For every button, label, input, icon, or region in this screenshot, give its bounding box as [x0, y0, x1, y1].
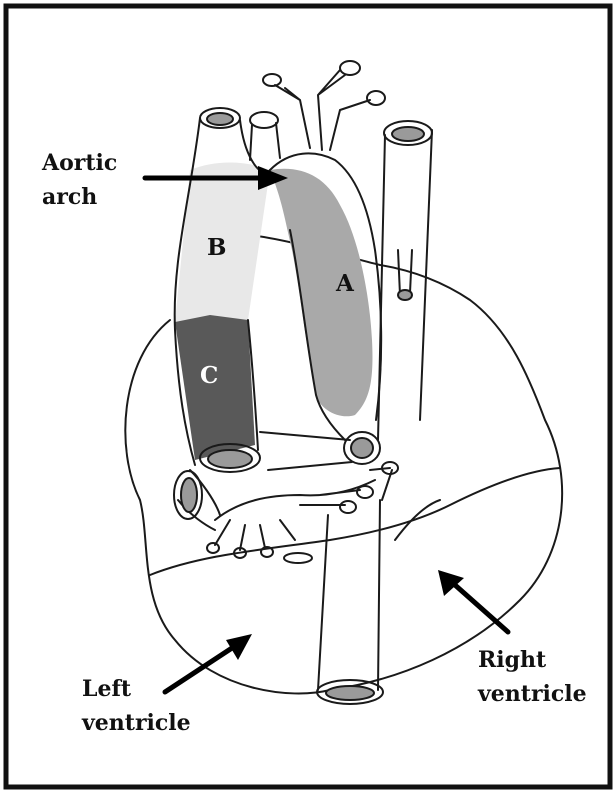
left-ventricle-arrow	[165, 648, 232, 692]
lower-vertical-vessel	[318, 500, 380, 690]
segment-b-label: B	[207, 234, 226, 261]
ventricle-divider	[150, 468, 560, 575]
segment-c-label: C	[200, 362, 218, 389]
left-vessel-top-lumen	[207, 113, 233, 125]
pulmonary-trunk-outline	[378, 130, 432, 440]
segment-a-label: A	[336, 270, 354, 297]
aortic-arch-label-line2: arch	[42, 184, 97, 210]
left-ventricle-label-line1: Left	[82, 676, 131, 702]
crossing-vessel	[260, 432, 352, 470]
branch-opening-1	[263, 74, 281, 86]
arch-branches	[275, 70, 370, 150]
lower-vertical-lumen	[326, 686, 374, 700]
right-ventricle-arrow	[455, 585, 508, 632]
branch-opening-2	[340, 61, 360, 75]
segment-c-bottom-lumen	[208, 450, 252, 468]
aortic-arch-label-line1: Aortic	[42, 150, 117, 176]
coronary-opening-4	[284, 553, 312, 563]
coronary-branches	[215, 468, 390, 550]
second-top-opening	[250, 112, 278, 128]
branch-opening-3	[367, 91, 385, 105]
coronary-opening-5	[340, 501, 356, 513]
coronary-opening-1	[207, 543, 219, 553]
right-ventricle-label-line2: ventricle	[478, 681, 587, 707]
pulmonary-branch-lumen	[398, 290, 412, 300]
left-ventricle-label-line2: ventricle	[82, 710, 191, 736]
crossing-vessel-lumen	[351, 438, 373, 458]
segment-a-fill	[270, 169, 372, 417]
left-lower-lumen	[181, 478, 197, 512]
coronary-opening-6	[357, 486, 373, 498]
right-ventricle-label-line1: Right	[478, 647, 546, 673]
pulmonary-trunk-lumen	[392, 127, 424, 141]
right-ventricle-groove	[395, 500, 440, 540]
